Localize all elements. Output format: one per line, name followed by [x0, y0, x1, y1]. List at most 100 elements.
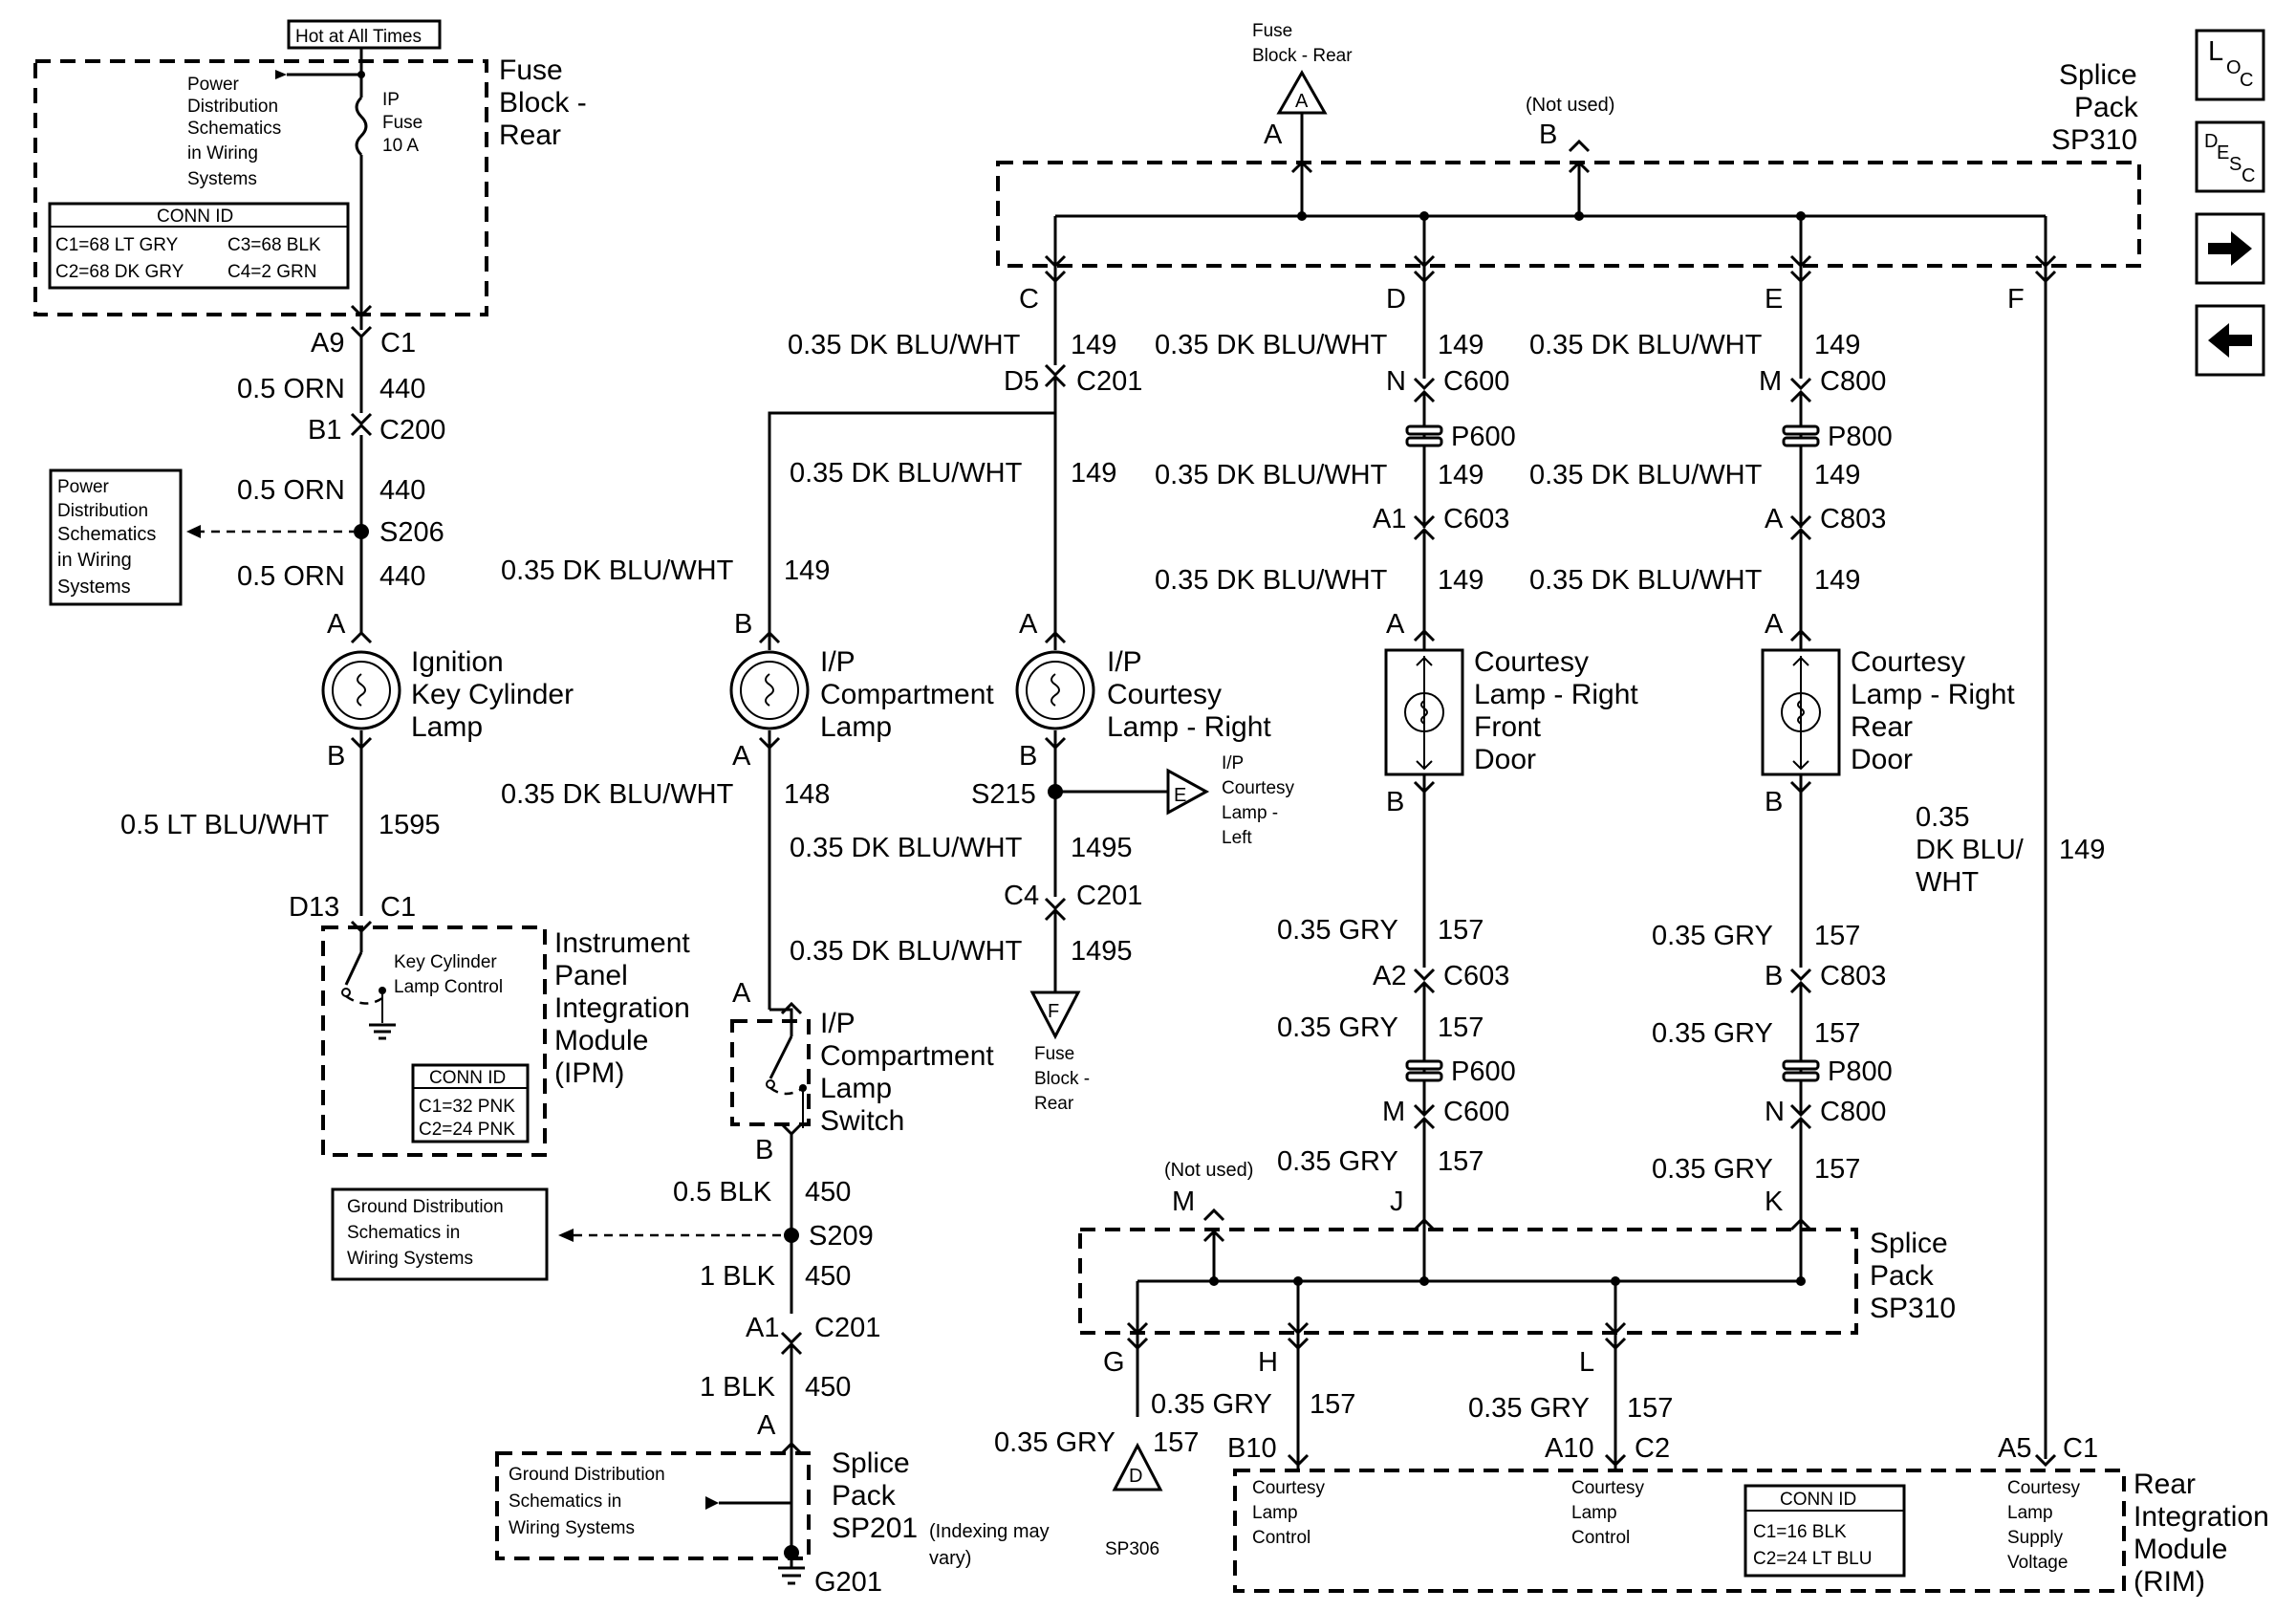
svg-text:K: K — [1765, 1186, 1784, 1217]
previous-page-button[interactable] — [2195, 304, 2265, 377]
svg-text:WHT: WHT — [1916, 867, 1979, 898]
svg-text:A2: A2 — [1373, 961, 1406, 991]
svg-text:Panel: Panel — [554, 960, 628, 991]
svg-text:440: 440 — [379, 374, 425, 404]
svg-text:N: N — [1765, 1097, 1785, 1127]
svg-text:Lamp - Right: Lamp - Right — [1851, 679, 2015, 710]
svg-text:Module: Module — [554, 1025, 648, 1056]
svg-text:0.5 ORN: 0.5 ORN — [237, 374, 345, 404]
svg-text:Switch: Switch — [820, 1105, 904, 1137]
svg-text:CONN ID: CONN ID — [1780, 1490, 1856, 1510]
svg-text:Key Cylinder: Key Cylinder — [411, 679, 574, 710]
svg-text:A1: A1 — [1373, 504, 1406, 534]
svg-text:E: E — [2217, 142, 2229, 163]
svg-text:C1=68 LT GRY: C1=68 LT GRY — [55, 235, 179, 255]
svg-text:CONN ID: CONN ID — [157, 207, 233, 227]
splice-s206 — [354, 524, 369, 539]
svg-text:SP306: SP306 — [1105, 1539, 1159, 1559]
loc-button[interactable]: L O C — [2195, 29, 2265, 101]
svg-text:in Wiring: in Wiring — [57, 550, 132, 571]
fuse-block-rear: Hot at All Times Fuse Block - Rear Power… — [33, 19, 587, 359]
svg-text:0.35 GRY: 0.35 GRY — [1277, 915, 1398, 946]
svg-text:0.35 DK BLU/WHT: 0.35 DK BLU/WHT — [788, 330, 1021, 360]
svg-text:D: D — [2204, 131, 2218, 152]
svg-text:G201: G201 — [814, 1567, 882, 1598]
svg-text:SP310: SP310 — [1870, 1293, 1956, 1324]
svg-text:Distribution: Distribution — [187, 97, 278, 117]
svg-text:C3=68 BLK: C3=68 BLK — [227, 235, 321, 255]
svg-text:in Wiring: in Wiring — [187, 143, 258, 163]
svg-text:A: A — [1264, 120, 1283, 150]
svg-text:A: A — [1295, 91, 1309, 112]
svg-text:10 A: 10 A — [382, 136, 419, 156]
next-page-button[interactable] — [2195, 212, 2265, 285]
svg-text:Distribution: Distribution — [57, 501, 148, 521]
svg-text:M: M — [1759, 366, 1782, 397]
svg-text:Module: Module — [2134, 1534, 2227, 1565]
svg-text:Ignition: Ignition — [411, 646, 504, 678]
svg-text:(Not used): (Not used) — [1164, 1160, 1253, 1181]
svg-text:157: 157 — [1310, 1389, 1355, 1420]
svg-text:I/P: I/P — [1222, 753, 1244, 773]
svg-text:1595: 1595 — [379, 810, 441, 840]
svg-text:C: C — [2242, 165, 2255, 186]
svg-text:M: M — [1172, 1186, 1195, 1217]
svg-text:A9: A9 — [311, 328, 344, 359]
svg-text:0.35 DK BLU/WHT: 0.35 DK BLU/WHT — [1529, 565, 1763, 596]
svg-text:A: A — [757, 1410, 776, 1441]
ipm-conn-id-table — [411, 1063, 530, 1143]
svg-text:Schematics in: Schematics in — [347, 1223, 460, 1243]
svg-text:C1: C1 — [380, 892, 416, 923]
svg-text:J: J — [1390, 1186, 1404, 1217]
svg-text:Wiring Systems: Wiring Systems — [347, 1249, 473, 1269]
svg-text:0.35 GRY: 0.35 GRY — [1652, 1018, 1773, 1049]
svg-text:1495: 1495 — [1071, 833, 1133, 863]
svg-text:C803: C803 — [1820, 961, 1886, 991]
svg-text:Power: Power — [57, 477, 110, 497]
svg-text:0.35 DK BLU/WHT: 0.35 DK BLU/WHT — [1155, 565, 1388, 596]
svg-text:157: 157 — [1814, 1018, 1860, 1049]
svg-text:Splice: Splice — [1870, 1228, 1948, 1259]
svg-text:S209: S209 — [809, 1221, 874, 1252]
svg-text:E: E — [1765, 284, 1783, 315]
svg-text:Courtesy: Courtesy — [1571, 1478, 1645, 1498]
svg-text:A1: A1 — [746, 1313, 779, 1343]
svg-text:Systems: Systems — [187, 169, 257, 189]
svg-text:Key Cylinder: Key Cylinder — [394, 952, 497, 972]
svg-text:440: 440 — [379, 561, 425, 592]
svg-text:A10: A10 — [1545, 1433, 1594, 1464]
svg-text:A: A — [1765, 609, 1784, 640]
svg-text:0.35 DK BLU/WHT: 0.35 DK BLU/WHT — [501, 779, 734, 810]
svg-text:L: L — [1579, 1347, 1594, 1378]
p800-pass-through-icon-2 — [1782, 1059, 1820, 1071]
svg-text:B: B — [1019, 741, 1037, 772]
svg-text:Pack: Pack — [832, 1480, 897, 1512]
svg-text:Voltage: Voltage — [2007, 1553, 2068, 1573]
svg-text:Integration: Integration — [554, 992, 690, 1024]
svg-text:C600: C600 — [1443, 1097, 1509, 1127]
svg-text:149: 149 — [1814, 565, 1860, 596]
desc-button[interactable]: D E S C — [2195, 120, 2265, 193]
svg-text:Courtesy: Courtesy — [1851, 646, 1965, 678]
svg-text:Rear: Rear — [499, 120, 561, 151]
svg-text:Courtesy: Courtesy — [1107, 679, 1222, 710]
svg-text:Courtesy: Courtesy — [2007, 1478, 2081, 1498]
svg-text:157: 157 — [1814, 1154, 1860, 1185]
svg-text:Wiring Systems: Wiring Systems — [509, 1518, 635, 1538]
lamp-control-switch-icon — [344, 951, 363, 986]
svg-text:SP201: SP201 — [832, 1513, 918, 1544]
svg-text:Rear: Rear — [2134, 1469, 2196, 1500]
arrow-left-icon — [2208, 323, 2252, 358]
svg-text:149: 149 — [1814, 460, 1860, 490]
svg-text:Instrument: Instrument — [554, 927, 690, 959]
svg-text:Block - Rear: Block - Rear — [1252, 46, 1353, 66]
svg-text:Compartment: Compartment — [820, 679, 994, 710]
svg-text:Lamp: Lamp — [820, 1073, 892, 1104]
svg-text:Door: Door — [1851, 744, 1913, 775]
courtesy-lamp-right-rear-door-circuit: 0.35 DK BLU/WHT 149 M C800 P800 0.35 DK … — [1529, 330, 2015, 1281]
svg-text:149: 149 — [1438, 330, 1484, 360]
svg-text:F: F — [2007, 284, 2025, 315]
svg-text:Lamp: Lamp — [2007, 1503, 2053, 1523]
svg-text:C201: C201 — [1076, 366, 1142, 397]
